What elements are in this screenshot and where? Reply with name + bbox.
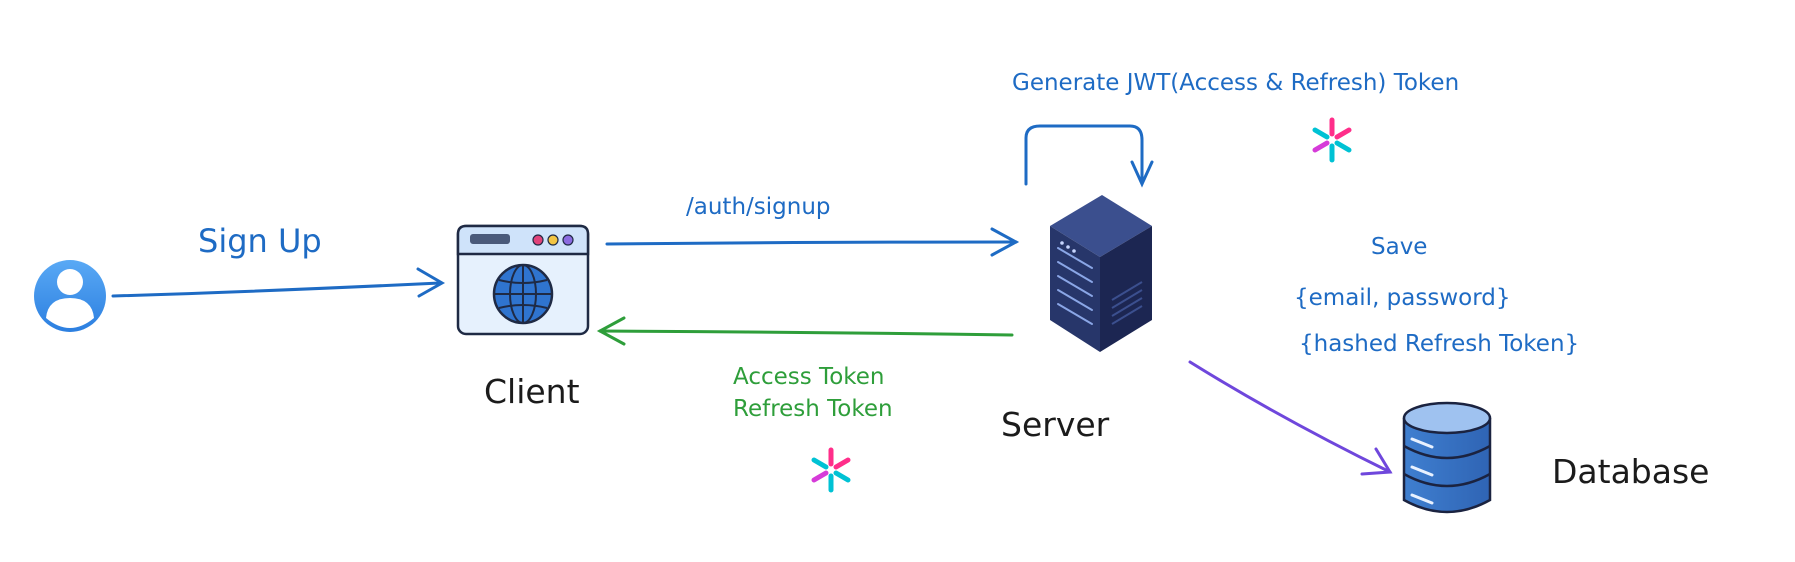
save-title-label: Save (1371, 234, 1428, 260)
jwt-logo-icon (1312, 117, 1352, 163)
request-arrow (605, 227, 1020, 257)
signup-arrow (111, 267, 446, 298)
database-label: Database (1552, 452, 1710, 491)
save-line2-label: {hashed Refresh Token} (1299, 331, 1580, 357)
browser-window-icon (456, 224, 590, 336)
response-arrow (596, 316, 1014, 346)
save-line1-label: {email, password} (1294, 285, 1511, 311)
database-icon (1402, 401, 1492, 514)
generate-loop-arrow (1024, 124, 1154, 188)
response-label-line1: Access Token (733, 364, 885, 390)
client-label: Client (484, 372, 580, 411)
signup-label: Sign Up (198, 222, 322, 260)
save-arrow (1188, 360, 1393, 476)
generate-label: Generate JWT(Access & Refresh) Token (1012, 70, 1460, 96)
jwt-logo-icon (811, 447, 851, 493)
server-label: Server (1001, 405, 1110, 444)
server-rack-icon (1050, 195, 1152, 352)
request-label: /auth/signup (686, 194, 831, 220)
user-icon (34, 260, 106, 332)
response-label-line2: Refresh Token (733, 396, 893, 422)
